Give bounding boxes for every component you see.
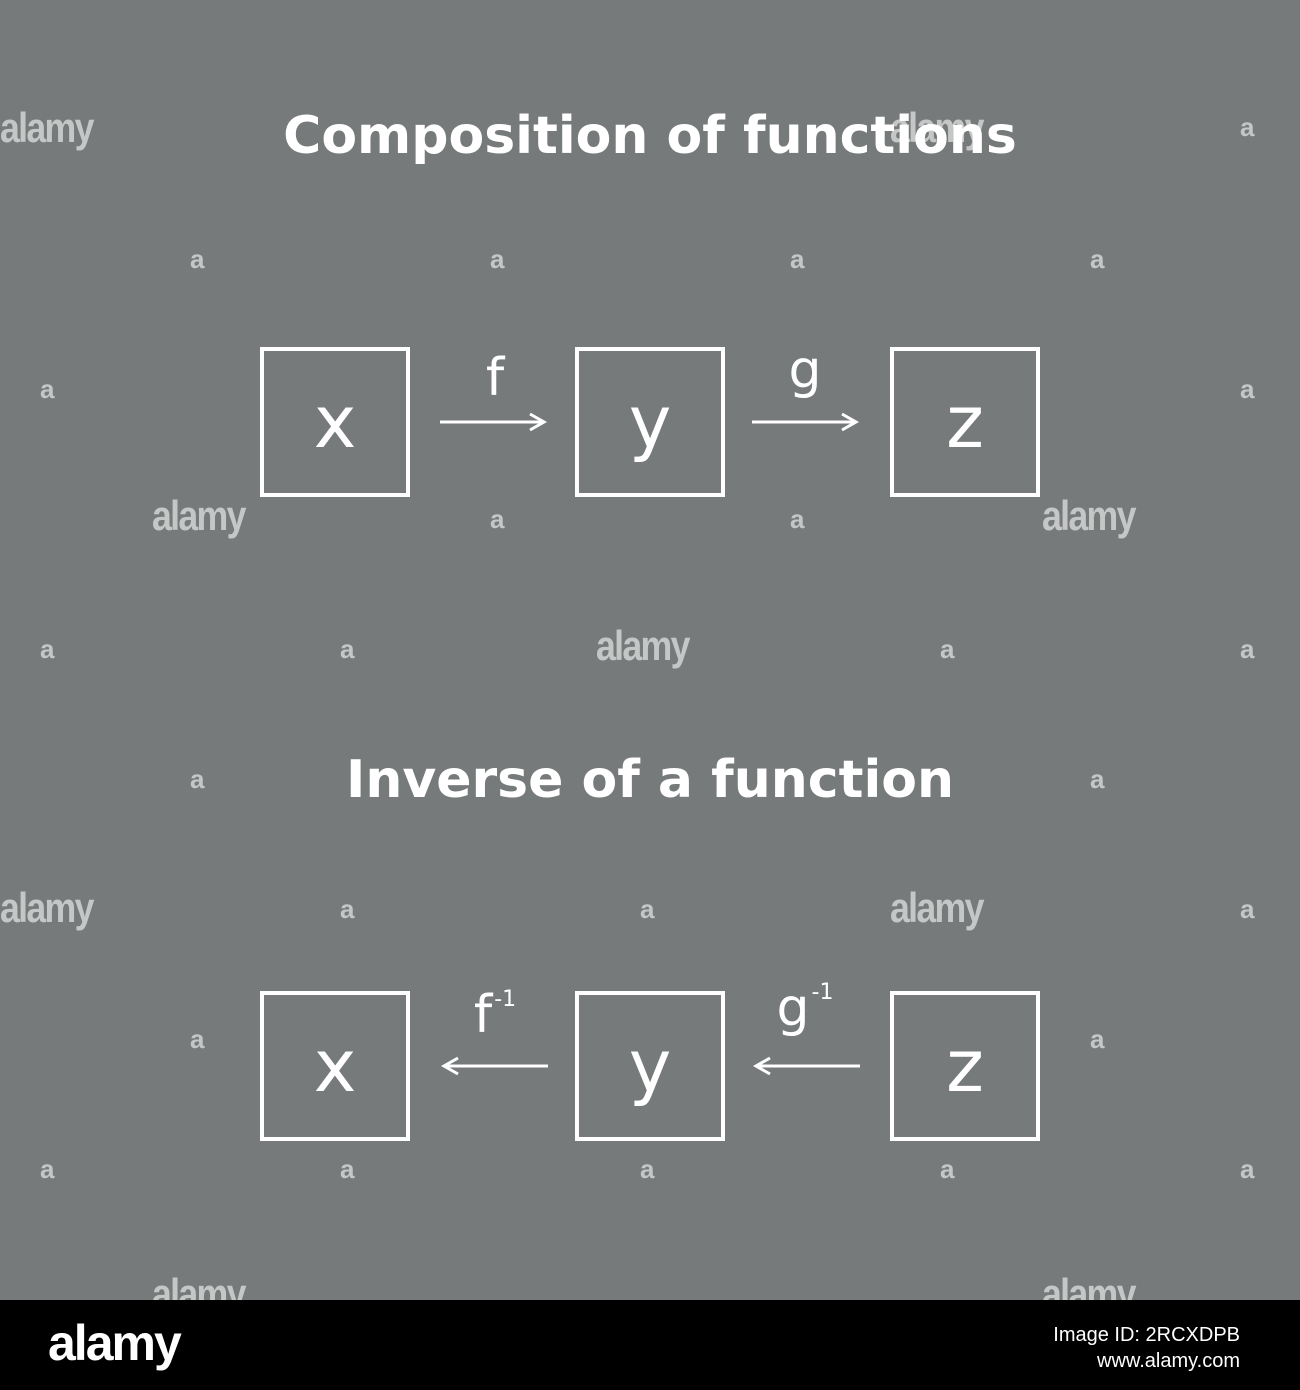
footer-image-id: Image ID: 2RCXDPB	[1053, 1324, 1240, 1346]
watermark-mark: a	[1240, 634, 1255, 664]
footer-logo: alamy	[48, 1315, 182, 1371]
right-arrow-icon	[752, 412, 860, 432]
box-y: y	[575, 347, 725, 497]
watermark-word: alamy	[0, 884, 94, 931]
arrow-label-g-inverse: g-1	[750, 978, 860, 1038]
watermark-mark: a	[1090, 1024, 1105, 1054]
footer-bar: alamy Image ID: 2RCXDPB www.alamy.com	[0, 1300, 1300, 1390]
footer-image-info: Image ID: 2RCXDPB www.alamy.com	[1053, 1322, 1240, 1374]
label-f-inverse-text: f	[473, 985, 493, 1045]
watermark-word: alamy	[890, 884, 984, 931]
watermark-mark: a	[1240, 1154, 1255, 1184]
right-arrow-icon	[440, 412, 548, 432]
watermark-mark: a	[790, 244, 805, 274]
watermark-word: alamy	[890, 104, 984, 151]
left-arrow-icon	[440, 1056, 548, 1076]
box-x-inverse: x	[260, 991, 410, 1141]
watermark-word: alamy	[596, 622, 690, 669]
footer-site: www.alamy.com	[1097, 1350, 1240, 1372]
watermark-mark: a	[1240, 894, 1255, 924]
watermark-mark: a	[640, 894, 655, 924]
box-y-inverse: y	[575, 991, 725, 1141]
left-arrow-icon	[752, 1056, 860, 1076]
watermark-mark: a	[340, 1154, 355, 1184]
label-g-inverse-sup: -1	[811, 980, 834, 1005]
arrow-label-g: g	[750, 340, 860, 400]
watermark-mark: a	[40, 374, 55, 404]
watermark-mark: a	[940, 1154, 955, 1184]
watermark-mark: a	[190, 244, 205, 274]
watermark-mark: a	[1090, 244, 1105, 274]
watermark-mark: a	[1090, 764, 1105, 794]
watermark-mark: a	[1240, 374, 1255, 404]
composition-title: Composition of functions	[283, 106, 1017, 166]
watermark-mark: a	[1240, 112, 1255, 142]
box-z-inverse: z	[890, 991, 1040, 1141]
watermark-mark: a	[40, 1154, 55, 1184]
watermark-mark: a	[340, 894, 355, 924]
watermark-mark: a	[940, 634, 955, 664]
watermark-mark: a	[790, 504, 805, 534]
inverse-title: Inverse of a function	[345, 750, 955, 810]
watermark-mark: a	[190, 764, 205, 794]
arrow-label-f-inverse: f-1	[440, 985, 550, 1045]
watermark-mark: a	[40, 634, 55, 664]
watermark-word: alamy	[152, 492, 246, 539]
watermark-mark: a	[190, 1024, 205, 1054]
watermark-mark: a	[490, 504, 505, 534]
label-g-text: g	[788, 340, 822, 400]
label-f-inverse-sup: -1	[494, 987, 517, 1012]
label-f-text: f	[485, 348, 505, 408]
label-g-inverse-text: g	[776, 978, 810, 1038]
box-z: z	[890, 347, 1040, 497]
watermark-mark: a	[640, 1154, 655, 1184]
watermark-word: alamy	[1042, 492, 1136, 539]
watermark-word: alamy	[0, 104, 94, 151]
watermark-mark: a	[490, 244, 505, 274]
box-x: x	[260, 347, 410, 497]
arrow-label-f: f	[440, 348, 550, 408]
watermark-mark: a	[340, 634, 355, 664]
